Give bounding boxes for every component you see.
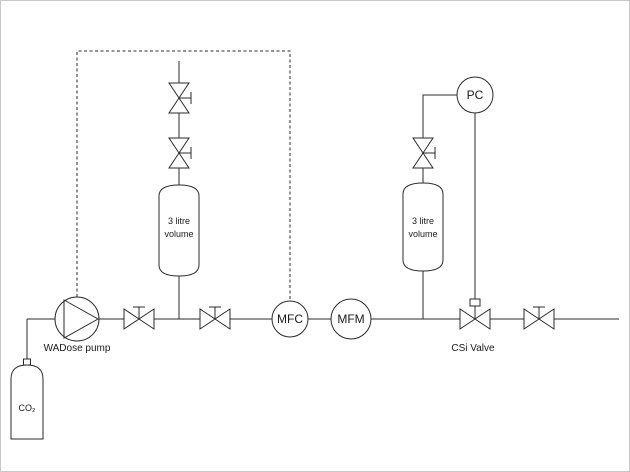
co2-cylinder: CO₂ bbox=[10, 319, 44, 440]
left-volume-label-line1: 3 litre bbox=[168, 216, 190, 226]
pump-label: WADose pump bbox=[44, 343, 111, 354]
right-volume-vessel: 3 litre volume bbox=[402, 182, 444, 272]
mfc-instrument: MFC bbox=[271, 300, 309, 338]
left-volume-vessel: 3 litre volume bbox=[158, 184, 200, 277]
manual-valve-3 bbox=[523, 306, 555, 330]
pressure-sense-line bbox=[422, 94, 458, 183]
pc-controller: PC bbox=[456, 76, 494, 114]
mfc-label: MFC bbox=[277, 312, 303, 326]
manual-valve-2 bbox=[199, 306, 231, 330]
pump-symbol: WADose pump bbox=[44, 296, 111, 354]
mfm-label: MFM bbox=[337, 312, 364, 326]
csi-valve-label: CSi Valve bbox=[451, 343, 495, 354]
right-volume-label-line1: 3 litre bbox=[412, 216, 434, 226]
pc-isolation-valve bbox=[412, 137, 436, 169]
right-volume-label-line2: volume bbox=[408, 229, 437, 239]
left-volume-label-line2: volume bbox=[164, 229, 193, 239]
mfm-instrument: MFM bbox=[330, 298, 372, 340]
vent-valve-upper bbox=[168, 82, 192, 114]
vent-valve-lower bbox=[168, 137, 192, 169]
csi-control-valve: CSi Valve bbox=[451, 298, 495, 354]
co2-label: CO₂ bbox=[19, 403, 37, 413]
manual-valve-1 bbox=[123, 306, 155, 330]
pump-control-signal-line bbox=[76, 50, 291, 301]
pc-label: PC bbox=[467, 88, 484, 102]
